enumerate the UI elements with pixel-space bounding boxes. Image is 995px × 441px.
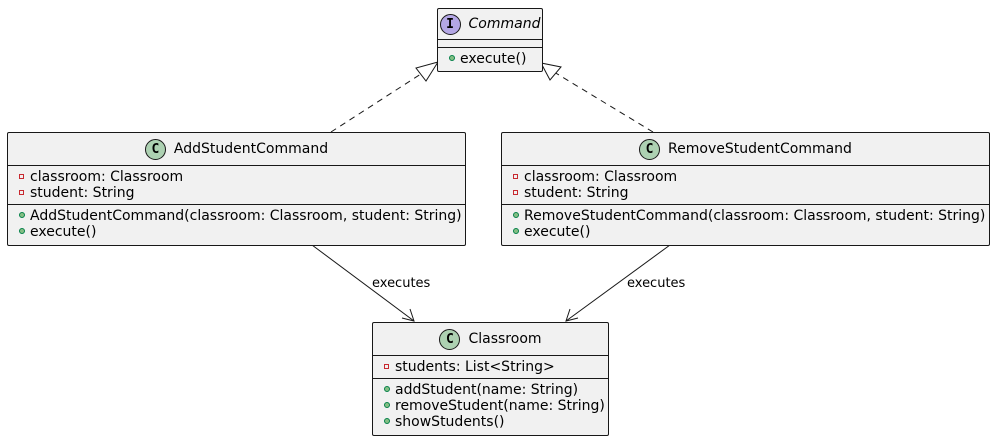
field-row: student: String: [511, 185, 989, 201]
class-icon: C: [439, 328, 461, 350]
interface-command-fields: [438, 39, 542, 47]
field-text: student: String: [524, 185, 629, 201]
public-visibility-icon: [511, 227, 520, 237]
interface-command-header: I Command: [438, 9, 542, 39]
field-text: students: List<String>: [395, 359, 555, 375]
class-classroom-header: C Classroom: [373, 323, 608, 355]
private-visibility-icon: [17, 172, 26, 182]
method-row: execute(): [511, 224, 989, 240]
interface-icon: I: [439, 13, 461, 35]
class-classroom-methods: addStudent(name: String) removeStudent(n…: [373, 378, 608, 433]
method-row: removeStudent(name: String): [382, 398, 608, 414]
association-edge-add: [311, 244, 415, 322]
class-classroom[interactable]: C Classroom students: List<String> addSt…: [372, 322, 609, 436]
public-visibility-icon: [17, 211, 26, 221]
field-row: students: List<String>: [382, 359, 608, 375]
realization-arrowhead-remove: [540, 62, 562, 81]
field-row: classroom: Classroom: [511, 169, 989, 185]
class-icon: C: [144, 138, 166, 160]
method-text: showStudents(): [395, 414, 505, 430]
class-classroom-name: Classroom: [468, 331, 542, 347]
method-row: showStudents(): [382, 414, 608, 430]
interface-command-methods: execute(): [438, 47, 542, 70]
field-row: classroom: Classroom: [17, 169, 465, 185]
class-remove-student-command-name: RemoveStudentCommand: [668, 141, 852, 157]
method-row: addStudent(name: String): [382, 382, 608, 398]
method-text: execute(): [460, 51, 527, 67]
class-remove-student-command-fields: classroom: Classroom student: String: [502, 165, 989, 204]
field-text: student: String: [30, 185, 135, 201]
method-row: execute(): [447, 51, 542, 67]
method-row: RemoveStudentCommand(classroom: Classroo…: [511, 208, 989, 224]
class-add-student-command-header: C AddStudentCommand: [8, 133, 465, 165]
class-remove-student-command[interactable]: C RemoveStudentCommand classroom: Classr…: [501, 132, 990, 246]
class-icon: C: [639, 138, 661, 160]
executes-label-add: executes: [372, 276, 431, 291]
private-visibility-icon: [382, 362, 391, 372]
public-visibility-icon: [17, 227, 26, 237]
class-add-student-command[interactable]: C AddStudentCommand classroom: Classroom…: [7, 132, 466, 246]
class-add-student-command-fields: classroom: Classroom student: String: [8, 165, 465, 204]
method-text: execute(): [524, 224, 591, 240]
interface-command[interactable]: I Command execute(): [437, 8, 543, 72]
field-text: classroom: Classroom: [30, 169, 184, 185]
class-add-student-command-methods: AddStudentCommand(classroom: Classroom, …: [8, 204, 465, 243]
public-visibility-icon: [382, 385, 391, 395]
method-row: AddStudentCommand(classroom: Classroom, …: [17, 208, 465, 224]
field-text: classroom: Classroom: [524, 169, 678, 185]
realization-edge-remove: [553, 71, 654, 133]
method-text: execute(): [30, 224, 97, 240]
public-visibility-icon: [511, 211, 520, 221]
class-add-student-command-name: AddStudentCommand: [173, 141, 329, 157]
association-arrowhead-add: [401, 308, 415, 322]
field-row: student: String: [17, 185, 465, 201]
class-remove-student-command-header: C RemoveStudentCommand: [502, 133, 989, 165]
public-visibility-icon: [382, 401, 391, 411]
public-visibility-icon: [447, 54, 456, 64]
method-text: removeStudent(name: String): [395, 398, 605, 414]
association-edge-remove: [565, 244, 671, 322]
method-row: execute(): [17, 224, 465, 240]
class-remove-student-command-methods: RemoveStudentCommand(classroom: Classroo…: [502, 204, 989, 243]
public-visibility-icon: [382, 417, 391, 427]
realization-edge-add: [330, 71, 425, 133]
private-visibility-icon: [511, 188, 520, 198]
executes-label-remove: executes: [627, 276, 686, 291]
interface-command-name: Command: [468, 16, 541, 32]
private-visibility-icon: [17, 188, 26, 198]
class-classroom-fields: students: List<String>: [373, 355, 608, 378]
association-arrowhead-remove: [565, 308, 579, 322]
realization-arrowhead-add: [415, 61, 440, 82]
method-text: AddStudentCommand(classroom: Classroom, …: [30, 208, 462, 224]
method-text: addStudent(name: String): [395, 382, 579, 398]
private-visibility-icon: [511, 172, 520, 182]
method-text: RemoveStudentCommand(classroom: Classroo…: [524, 208, 986, 224]
